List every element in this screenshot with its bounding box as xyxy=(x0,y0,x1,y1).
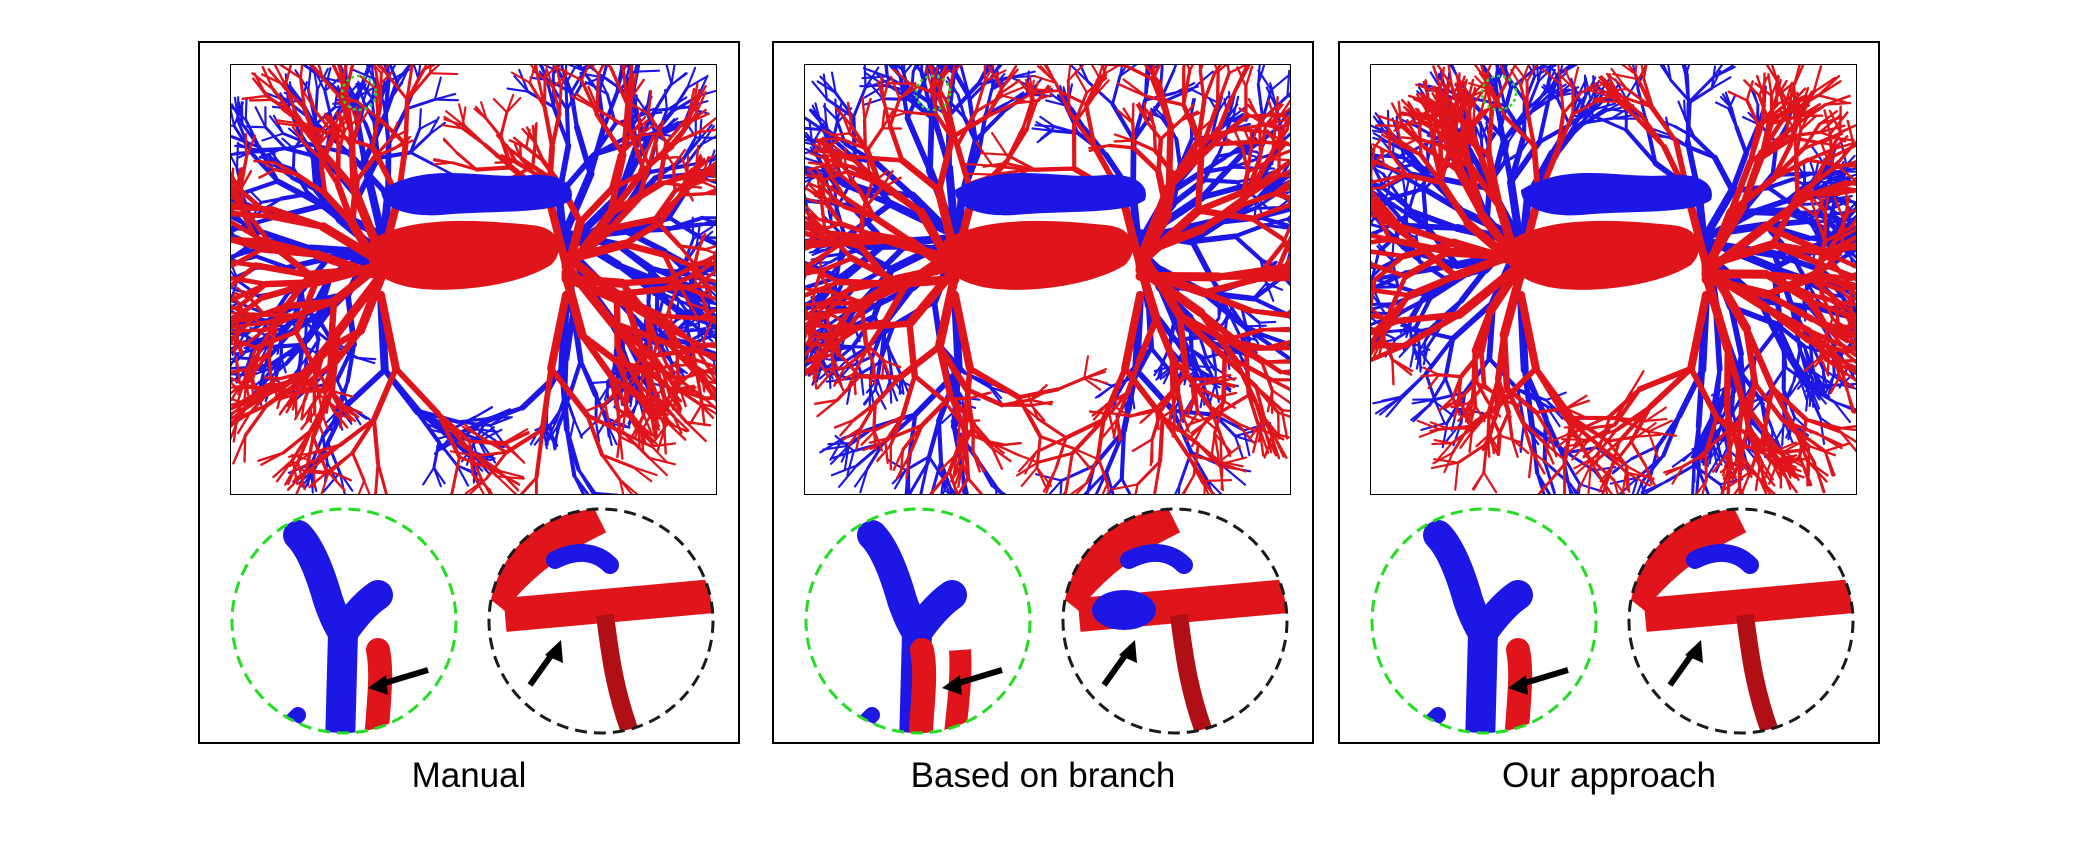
vessel-3d-render xyxy=(230,64,717,495)
caption-based-on-branch: Based on branch xyxy=(910,756,1176,795)
artery-tree xyxy=(231,65,716,494)
artery-trunk xyxy=(367,220,560,290)
black-zoom-inset xyxy=(1625,505,1857,737)
panel-based-on-branch xyxy=(772,41,1314,744)
artery-tree xyxy=(1371,65,1856,494)
highlight-marker xyxy=(1480,74,1518,112)
vein-trunk xyxy=(1521,173,1712,216)
black-zoom-inset xyxy=(1059,505,1291,737)
vessel-3d-render xyxy=(1370,64,1857,495)
vein-trunk xyxy=(381,173,572,216)
highlight-marker xyxy=(340,74,378,112)
highlight-marker xyxy=(914,74,952,112)
panel-manual xyxy=(198,41,740,744)
black-zoom-inset xyxy=(485,505,717,737)
green-zoom-inset xyxy=(1368,505,1600,737)
artery-trunk xyxy=(1507,220,1700,290)
caption-our-approach: Our approach xyxy=(1501,756,1717,795)
artery-tree xyxy=(805,65,1290,494)
caption-manual: Manual xyxy=(411,756,527,795)
vessel-3d-render xyxy=(804,64,1291,495)
green-zoom-inset xyxy=(802,505,1034,737)
artery-trunk xyxy=(941,220,1134,290)
vein-trunk xyxy=(955,173,1146,216)
panel-our-approach xyxy=(1338,41,1880,744)
green-zoom-inset xyxy=(228,505,460,737)
